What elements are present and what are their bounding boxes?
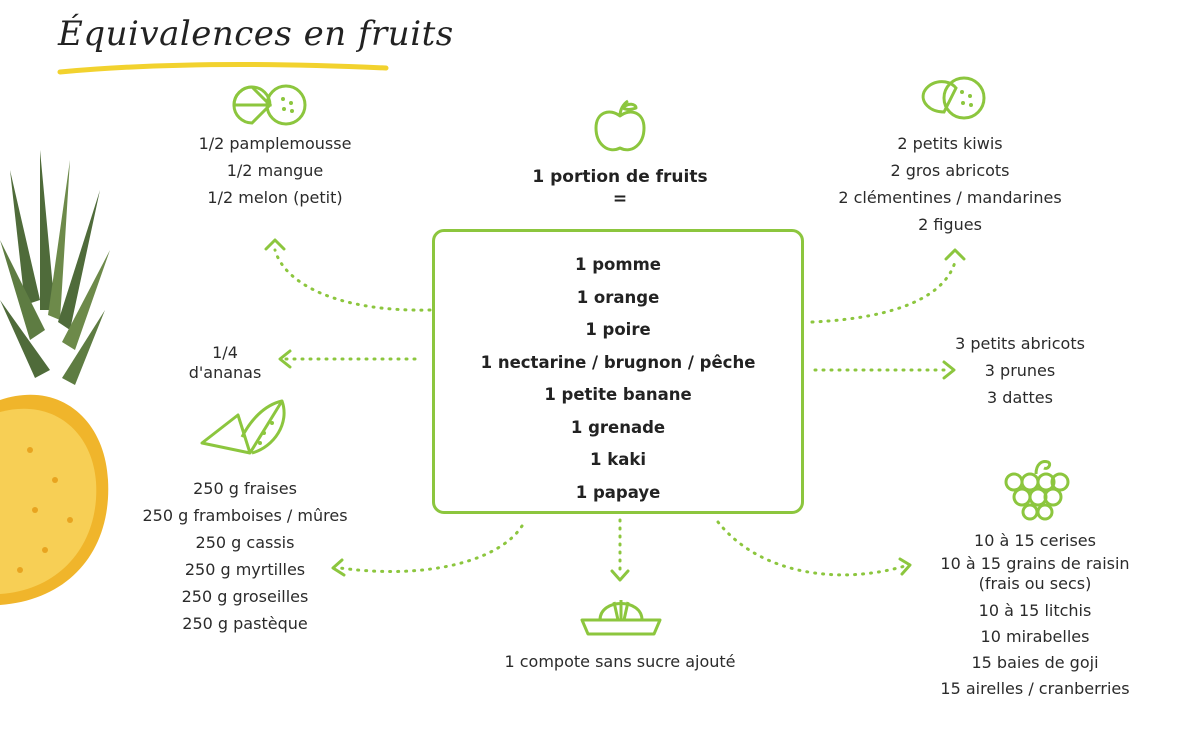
list-item: 1/2 melon (petit) xyxy=(207,188,343,207)
center-label: 1 portion de fruits = xyxy=(470,166,770,210)
list-item: 1 orange xyxy=(576,287,660,307)
list-item: 1 kaki xyxy=(590,450,646,469)
list-item: 15 baies de goji xyxy=(971,653,1099,672)
list-item: 250 g pastèque xyxy=(182,614,308,633)
kiwi-icon xyxy=(921,76,986,120)
portion-label: 1 portion de fruits xyxy=(532,167,708,187)
list-item: 2 figues xyxy=(918,215,982,234)
list-item: 2 gros abricots xyxy=(890,161,1010,180)
mid-right-list: 3 petits abricots 3 prunes 3 dattes xyxy=(935,330,1105,411)
watermelon-icon xyxy=(200,399,286,455)
list-item: 1 compote sans sucre ajouté xyxy=(504,652,736,671)
list-item: 1 papaye xyxy=(575,482,661,502)
grapes-icon xyxy=(1004,460,1070,521)
list-item: 2 petits kiwis xyxy=(897,134,1003,153)
list-item: 2 clémentines / mandarines xyxy=(838,188,1062,207)
top-right-list: 2 petits kiwis 2 gros abricots 2 clément… xyxy=(810,130,1090,238)
bottom-center-list: 1 compote sans sucre ajouté xyxy=(470,648,770,675)
juicer-icon xyxy=(580,600,662,636)
center-box: 1 pomme 1 orange 1 poire 1 nectarine / b… xyxy=(432,229,804,514)
list-item: 1/2 pamplemousse xyxy=(198,134,352,153)
list-item: 10 à 15 grains de raisin xyxy=(940,554,1130,573)
list-item: 10 mirabelles xyxy=(980,627,1090,646)
list-item: 1 petite banane xyxy=(544,385,692,404)
list-item: 15 airelles / cranberries xyxy=(940,679,1130,698)
list-item: d'ananas xyxy=(188,363,262,382)
bottom-left-list: 250 g fraises 250 g framboises / mûres 2… xyxy=(120,475,370,637)
list-item: 250 g myrtilles xyxy=(184,560,306,579)
list-item: 1/4 xyxy=(212,343,238,362)
list-item: 10 à 15 litchis xyxy=(978,601,1092,620)
page-title: Équivalences en fruits xyxy=(58,14,454,54)
list-item: 250 g framboises / mûres xyxy=(142,506,348,525)
list-item: (frais ou secs) xyxy=(978,574,1092,593)
list-item: 10 à 15 cerises xyxy=(974,531,1096,550)
list-item: 3 dattes xyxy=(987,388,1053,407)
list-item: 250 g cassis xyxy=(195,533,295,552)
list-item: 1 poire xyxy=(585,320,651,339)
pineapple-image xyxy=(0,150,110,605)
top-left-list: 1/2 pamplemousse 1/2 mangue 1/2 melon (p… xyxy=(160,130,390,211)
mid-left-list: 1/4 d'ananas xyxy=(175,343,275,383)
grapefruit-icon xyxy=(232,84,307,126)
list-item: 250 g groseilles xyxy=(181,587,309,606)
list-item: 250 g fraises xyxy=(193,479,297,498)
apple-icon xyxy=(594,99,646,152)
bottom-right-list: 10 à 15 cerises 10 à 15 grains de raisin… xyxy=(910,528,1160,702)
list-item: 1 pomme xyxy=(575,255,661,274)
list-item: 3 prunes xyxy=(984,361,1056,380)
list-item: 3 petits abricots xyxy=(955,334,1085,353)
title-underline xyxy=(57,62,389,75)
list-item: 1 nectarine / brugnon / pêche xyxy=(480,352,756,372)
list-item: 1/2 mangue xyxy=(226,161,324,180)
equals-sign: = xyxy=(612,189,628,209)
list-item: 1 grenade xyxy=(570,417,666,437)
